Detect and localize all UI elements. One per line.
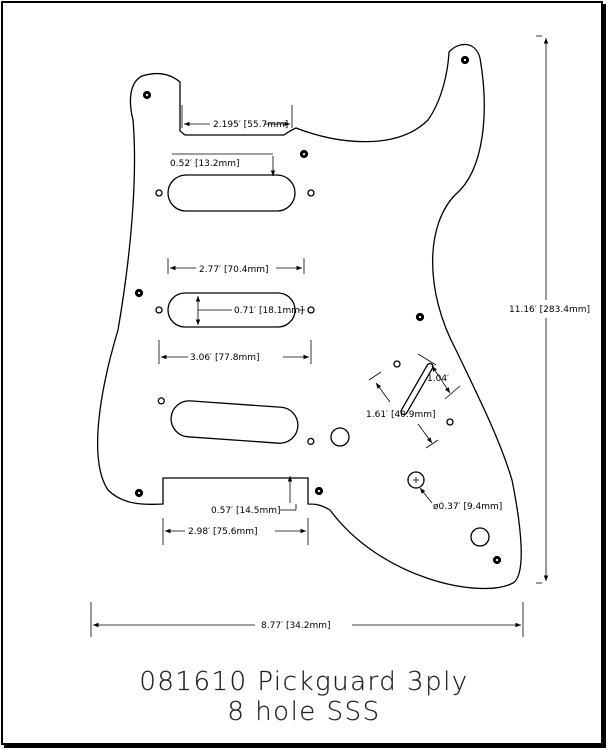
dim-switch-slot-length: 1.04′ — [427, 374, 449, 384]
pot-hole — [407, 471, 425, 489]
pickup-cutout — [167, 292, 296, 328]
dim-neck-pocket-width: 2.195′ [55.7mm] — [213, 120, 288, 130]
dim-neck-pocket-depth: 0.52′ [13.2mm] — [170, 159, 240, 169]
drawing-subtitle: 8 hole SSS — [227, 697, 381, 727]
pickup-neck — [155, 174, 315, 212]
dim-pickup-screw-spacing: 3.06′ [77.8mm] — [190, 353, 260, 363]
screw-hole — [415, 312, 425, 322]
screw-hole — [314, 486, 324, 496]
dim-overall-length: 11.16′ [283.4mm] — [509, 305, 590, 315]
dim-pot-diameter: ø0.37′ [9.4mm] — [433, 502, 502, 512]
dim-jack-cutout-width: 2.98′ [75.6mm] — [188, 527, 258, 537]
dim-jack-cutout-depth: 0.57′ [14.5mm] — [211, 506, 281, 516]
screw-hole — [142, 90, 152, 100]
pickup-bridge — [157, 397, 315, 446]
dim-switch-screw-spacing: 1.61′ [40.9mm] — [366, 410, 436, 420]
pickup-cutout — [170, 400, 299, 444]
dim-pickup-height: 0.71′ [18.1mm] — [234, 306, 304, 316]
pickup-screw — [157, 397, 165, 405]
screw-holes — [134, 55, 502, 565]
switch-screw — [446, 418, 454, 426]
screw-hole — [134, 488, 144, 498]
pot-hole — [330, 427, 350, 447]
pickup-screw — [155, 189, 163, 197]
screw-hole — [134, 288, 144, 298]
dim-pickup-width: 2.77′ [70.4mm] — [199, 265, 269, 275]
dim-overall-width: 8.77′ [34.2mm] — [261, 621, 331, 631]
pickguard-outline — [96, 43, 522, 590]
pickup-cutout — [167, 174, 296, 212]
switch-screw — [393, 360, 401, 368]
frame-shadow-right — [603, 4, 606, 748]
pickup-screw — [307, 437, 315, 446]
switch-slot — [393, 360, 454, 426]
frame-shadow-bottom — [4, 745, 606, 748]
screw-hole — [492, 555, 502, 565]
pickup-screw — [307, 189, 315, 197]
pickup-screw — [155, 306, 163, 314]
pickup-middle — [155, 292, 315, 328]
pot-hole — [470, 527, 490, 547]
pickup-screw — [307, 306, 315, 314]
drawing-title: 081610 Pickguard 3ply — [139, 667, 469, 697]
screw-hole — [460, 55, 470, 65]
screw-hole — [299, 149, 309, 159]
